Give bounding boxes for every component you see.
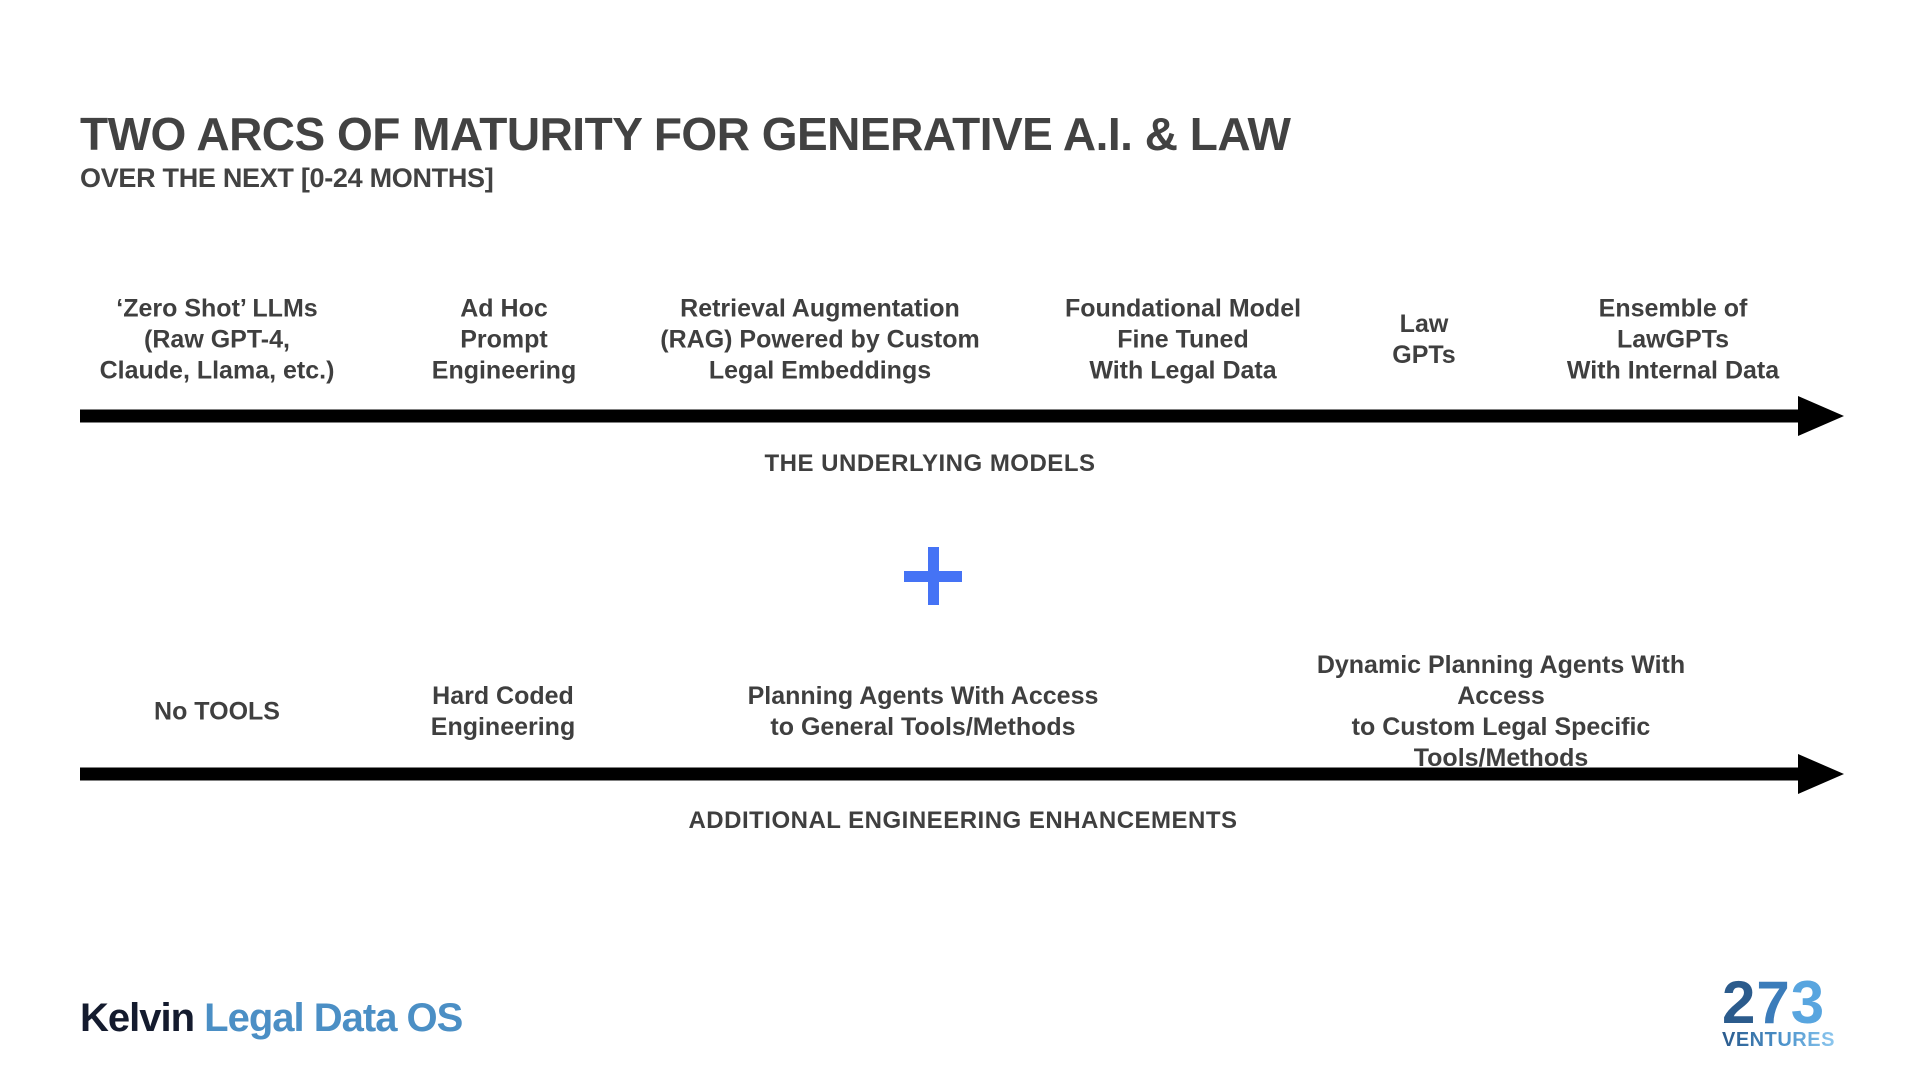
273-digit-7: 7 bbox=[1756, 969, 1791, 1036]
model-stage-ensemble: Ensemble of LawGPTs With Internal Data bbox=[1566, 294, 1780, 385]
engineering-stage-row: No TOOLS Hard Coded Engineering Planning… bbox=[0, 651, 1920, 772]
273-digit-3: 3 bbox=[1790, 969, 1826, 1036]
arrow-head bbox=[1798, 396, 1844, 436]
models-arc-arrow-icon bbox=[80, 396, 1844, 436]
ventures-logo-word: VENTURES bbox=[1722, 1029, 1835, 1051]
page-title: TWO ARCS OF MATURITY FOR GENERATIVE A.I.… bbox=[80, 108, 1291, 160]
models-arc-caption: THE UNDERLYING MODELS bbox=[764, 450, 1096, 477]
engineering-stage-no-tools: No TOOLS bbox=[154, 697, 280, 726]
slide-header: TWO ARCS OF MATURITY FOR GENERATIVE A.I.… bbox=[80, 108, 1291, 194]
kelvin-logo-word: Kelvin bbox=[80, 996, 195, 1040]
models-stage-row: ‘Zero Shot’ LLMs (Raw GPT-4, Claude, Lla… bbox=[0, 285, 1920, 395]
engineering-arc-arrow-icon bbox=[80, 754, 1844, 794]
arrow-shaft bbox=[80, 409, 1800, 423]
arrow-head bbox=[1798, 754, 1844, 794]
model-stage-fine-tuned: Foundational Model Fine Tuned With Legal… bbox=[1064, 294, 1302, 385]
model-stage-law-gpts: Law GPTs bbox=[1392, 310, 1456, 369]
legal-data-os-logo-word: Legal Data OS bbox=[194, 996, 463, 1040]
model-stage-rag-embeddings: Retrieval Augmentation (RAG) Powered by … bbox=[660, 294, 980, 385]
model-stage-zero-shot-llms: ‘Zero Shot’ LLMs (Raw GPT-4, Claude, Lla… bbox=[99, 294, 335, 385]
plus-vertical-bar bbox=[927, 547, 939, 605]
273-digit-2: 2 bbox=[1722, 969, 1757, 1036]
arrow-shaft bbox=[80, 767, 1800, 781]
engineering-stage-planning-agents: Planning Agents With Access to General T… bbox=[747, 682, 1099, 741]
273-ventures-logo: 273 VENTURES bbox=[1722, 973, 1835, 1052]
engineering-stage-dynamic-agents: Dynamic Planning Agents With Access to C… bbox=[1316, 651, 1686, 772]
page-subtitle: OVER THE NEXT [0-24 MONTHS] bbox=[80, 163, 494, 193]
model-stage-ad-hoc-prompt: Ad Hoc Prompt Engineering bbox=[431, 294, 577, 385]
engineering-stage-hard-coded: Hard Coded Engineering bbox=[430, 682, 576, 741]
kelvin-legal-data-os-logo: Kelvin Legal Data OS bbox=[80, 996, 463, 1041]
engineering-arc-caption: ADDITIONAL ENGINEERING ENHANCEMENTS bbox=[688, 807, 1238, 834]
273-logo-number: 273 bbox=[1722, 973, 1835, 1033]
